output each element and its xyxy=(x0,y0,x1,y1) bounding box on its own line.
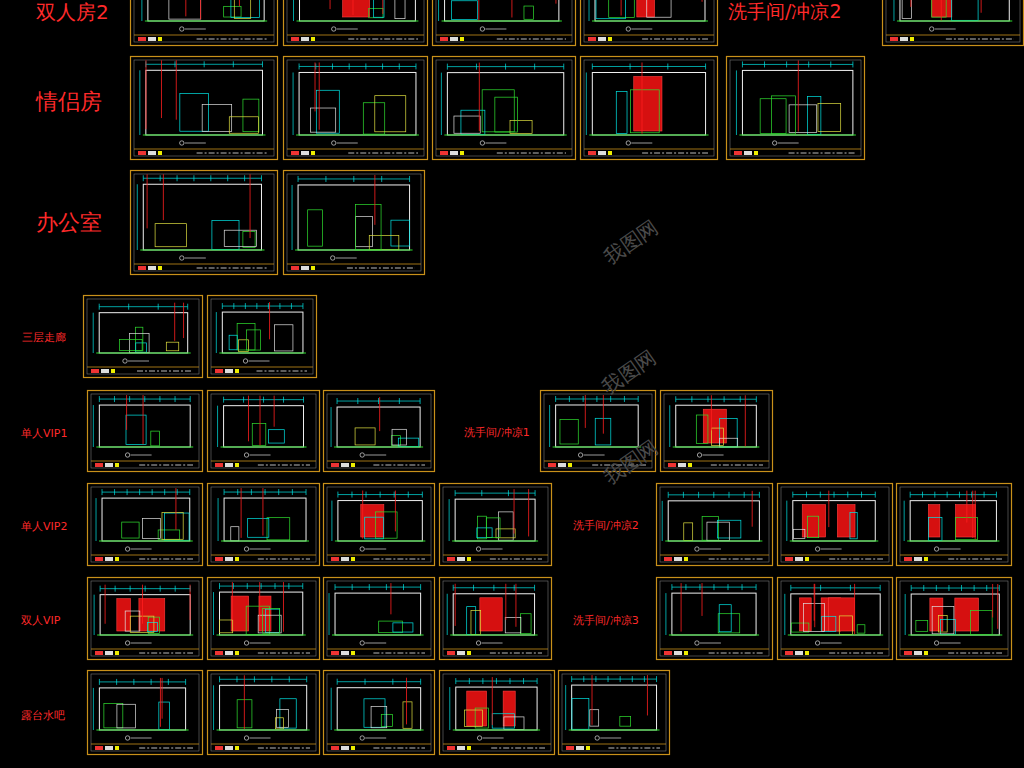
section-label: 洗手间/冲凉3 xyxy=(572,615,640,627)
cad-frame xyxy=(433,0,576,46)
cad-frame xyxy=(324,391,435,472)
cad-frame xyxy=(208,484,320,566)
watermark: 我图网 xyxy=(600,436,662,488)
section-label: 洗手间/冲凉1 xyxy=(463,427,531,439)
cad-frame xyxy=(208,296,317,378)
section-label: 双人房2 xyxy=(35,1,110,23)
cad-frame xyxy=(657,484,773,566)
cad-frame xyxy=(657,578,773,660)
cad-frame xyxy=(88,671,203,755)
section-label: 双人VIP xyxy=(20,615,61,627)
cad-frame xyxy=(131,171,278,275)
cad-frame xyxy=(778,578,893,660)
cad-frame xyxy=(581,57,718,160)
cad-frame xyxy=(88,484,203,566)
section-label: 单人VIP2 xyxy=(20,521,68,533)
cad-frame xyxy=(440,578,552,660)
cad-frame xyxy=(727,57,865,160)
cad-frame xyxy=(661,391,773,472)
cad-frame xyxy=(897,578,1012,660)
cad-frame xyxy=(284,171,425,275)
cad-frame xyxy=(581,0,718,46)
cad-frame xyxy=(778,484,893,566)
section-label: 办公室 xyxy=(35,211,103,235)
cad-frame xyxy=(897,484,1012,566)
cad-frame xyxy=(284,0,428,46)
section-label: 露台水吧 xyxy=(20,710,66,722)
cad-frame xyxy=(324,671,435,755)
section-label: 洗手间/冲凉2 xyxy=(727,1,843,22)
section-label: 三层走廊 xyxy=(21,332,67,344)
cad-frame xyxy=(131,0,278,46)
cad-frame xyxy=(433,57,576,160)
cad-frame xyxy=(88,578,203,660)
watermark: 我图网 xyxy=(600,216,662,268)
section-label: 情侣房 xyxy=(35,90,103,114)
cad-frame xyxy=(440,671,555,755)
cad-frame xyxy=(208,578,320,660)
cad-frame xyxy=(324,578,435,660)
cad-frame xyxy=(324,484,435,566)
cad-frame xyxy=(208,671,320,755)
cad-frame xyxy=(88,391,203,472)
cad-frame xyxy=(440,484,552,566)
cad-frame xyxy=(559,671,670,755)
cad-frame xyxy=(208,391,320,472)
cad-frame xyxy=(284,57,428,160)
section-label: 洗手间/冲凉2 xyxy=(572,520,640,532)
cad-frame xyxy=(883,0,1024,46)
cad-frame xyxy=(131,57,278,160)
cad-frame xyxy=(84,296,203,378)
section-label: 单人VIP1 xyxy=(20,428,68,440)
